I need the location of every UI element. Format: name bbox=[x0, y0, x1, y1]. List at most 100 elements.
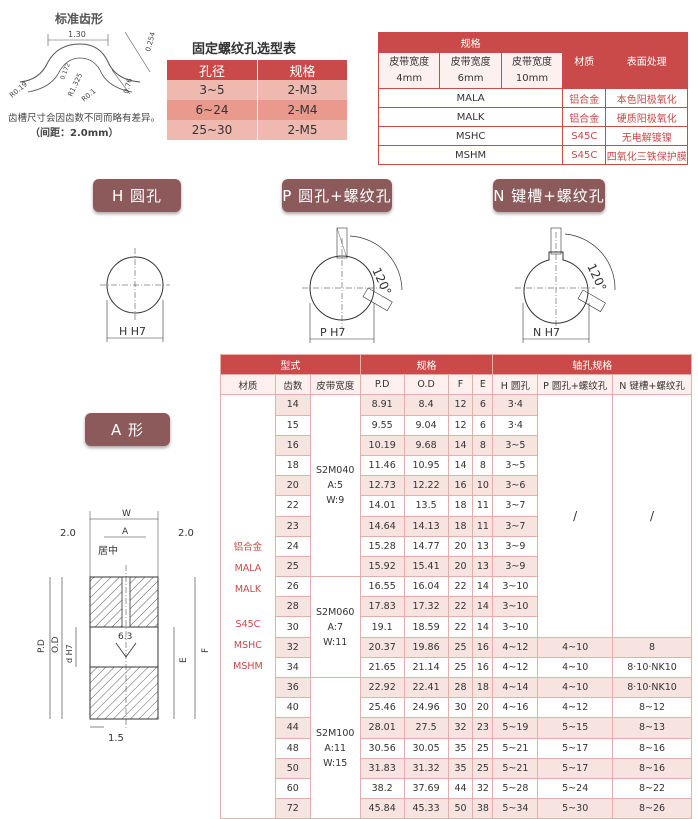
mat-material: S45C bbox=[562, 126, 607, 146]
teeth-cell: 14 bbox=[274, 394, 311, 416]
bolt-spec: 2-M5 bbox=[257, 120, 347, 140]
e-cell: 16 bbox=[472, 636, 494, 658]
col-n-bore: N 键槽+螺纹孔 bbox=[612, 374, 692, 396]
mat-width-value: 10mm bbox=[515, 72, 549, 84]
od-cell: 8.4 bbox=[403, 394, 449, 416]
mat-surface: 四氧化三铁保护膜 bbox=[605, 145, 688, 165]
h-bore-cell: 5~21 bbox=[492, 757, 539, 779]
f-cell: 20 bbox=[447, 555, 474, 578]
f-cell: 22 bbox=[447, 596, 474, 618]
teeth-cell: 20 bbox=[274, 475, 311, 497]
od-cell: 10.95 bbox=[403, 454, 449, 477]
pd-cell: 14.01 bbox=[359, 495, 405, 517]
h-bore-cell: 3~10 bbox=[492, 596, 539, 618]
p-bore-cell: 5~15 bbox=[537, 717, 614, 739]
belt-model: S2M040 bbox=[316, 465, 355, 477]
e-cell: 14 bbox=[472, 576, 494, 598]
h-bore-cell: 3·4 bbox=[492, 414, 539, 436]
od-cell: 45.33 bbox=[403, 798, 449, 819]
table-row: 26 S2M060 A:7 W:11 16.55 16.04 22 14 3~1… bbox=[221, 576, 692, 678]
h-bore-cell: 4~12 bbox=[492, 656, 539, 679]
table-row: 23 14.64 14.13 18 11 3~7 bbox=[221, 515, 692, 537]
od-cell: 9.04 bbox=[403, 414, 449, 436]
h-bore-cell: 3~9 bbox=[492, 535, 539, 557]
dim-r019: R0.19 bbox=[8, 80, 29, 99]
bolt-bore: 3~5 bbox=[167, 80, 258, 100]
e-cell: 10 bbox=[472, 475, 494, 497]
a-dim-left: 2.0 bbox=[60, 528, 76, 539]
pd-cell: 25.46 bbox=[359, 697, 405, 719]
group-type-header: 型式 bbox=[220, 353, 361, 376]
pd-cell: 14.64 bbox=[359, 515, 405, 537]
tag-a-shape: A 形 bbox=[85, 413, 170, 446]
pd-cell: 8.91 bbox=[359, 394, 405, 416]
col-od: O.D bbox=[403, 374, 449, 396]
belt-w: W:11 bbox=[323, 636, 348, 648]
h-bore-cell: 3~10 bbox=[492, 576, 539, 598]
teeth-cell: 48 bbox=[274, 737, 311, 759]
table-row: 40 25.46 24.96 30 20 4~16 4~12 8~12 bbox=[221, 697, 692, 719]
table-row: 3~5 2-M3 bbox=[167, 80, 347, 100]
a-dim-a: A bbox=[122, 527, 129, 537]
tooth-profile-drawing: 1.30 0.254 0.172 0.76 R0.19 R1.325 R0.1 bbox=[8, 30, 157, 104]
mat-width-6: 皮带宽度 6mm bbox=[439, 52, 502, 89]
e-cell: 20 bbox=[472, 697, 494, 719]
f-cell: 25 bbox=[447, 656, 474, 679]
f-cell: 35 bbox=[447, 737, 474, 759]
belt-cell-s2m060: S2M060 A:7 W:11 bbox=[309, 576, 361, 678]
e-cell: 6 bbox=[472, 394, 494, 416]
belt-a: A:5 bbox=[327, 480, 344, 492]
mat-width-label: 皮带宽度 bbox=[450, 56, 491, 68]
table-row: 22 14.01 13.5 18 11 3~7 bbox=[221, 495, 692, 517]
tag-p-bore: P 圆孔+螺纹孔 bbox=[282, 179, 392, 212]
material-mala: MALA bbox=[234, 562, 262, 574]
dim-r01: R0.1 bbox=[80, 87, 97, 103]
p-bore-cell: 5~24 bbox=[537, 777, 614, 800]
n-bore-cell: 8~16 bbox=[612, 757, 692, 779]
f-cell: 44 bbox=[447, 777, 474, 800]
h-bore-cell: 5~21 bbox=[492, 737, 539, 759]
f-cell: 20 bbox=[447, 535, 474, 557]
pd-cell: 16.55 bbox=[359, 576, 405, 598]
belt-model: S2M060 bbox=[316, 606, 355, 618]
f-cell: 25 bbox=[447, 636, 474, 658]
f-cell: 50 bbox=[447, 798, 474, 819]
p-bore-cell: 4~10 bbox=[537, 676, 614, 699]
p-bore-drawing: 120° P H7 bbox=[302, 227, 403, 343]
pd-cell: 12.73 bbox=[359, 475, 405, 497]
mat-width-label: 皮带宽度 bbox=[389, 56, 430, 68]
material-malk: MALK bbox=[234, 583, 262, 595]
p-bore-cell: 4~10 bbox=[537, 656, 614, 679]
mat-model: MALA bbox=[377, 88, 564, 108]
table-row: MSHC S45C 无电解镀镍 bbox=[377, 126, 688, 146]
e-cell: 8 bbox=[472, 454, 494, 477]
bolt-col-bore: 孔径 bbox=[167, 60, 258, 80]
material-s45c: S45C bbox=[235, 618, 261, 630]
teeth-cell: 50 bbox=[274, 757, 311, 779]
n-bore-dim: N H7 bbox=[533, 326, 560, 339]
f-cell: 16 bbox=[447, 475, 474, 497]
table-row: 50 31.83 31.32 35 25 5~21 5~17 8~16 bbox=[221, 757, 692, 779]
table-row: MALA 铝合金 本色阳极氧化 bbox=[377, 88, 688, 108]
bolt-bore: 25~30 bbox=[167, 120, 258, 140]
p-bore-cell: 4~10 bbox=[537, 636, 614, 658]
teeth-cell: 40 bbox=[274, 697, 311, 719]
e-cell: 32 bbox=[472, 777, 494, 800]
bolt-bore: 6~24 bbox=[167, 100, 258, 120]
e-cell: 6 bbox=[472, 414, 494, 436]
table-row: 36 S2M100 A:11 W:15 22.92 22.41 28 18 4~… bbox=[221, 676, 692, 819]
pd-cell: 10.19 bbox=[359, 434, 405, 456]
table-row: 25~30 2-M5 bbox=[167, 120, 347, 140]
teeth-cell: 36 bbox=[274, 676, 311, 699]
teeth-cell: 34 bbox=[274, 656, 311, 679]
h-bore-cell: 4~16 bbox=[492, 697, 539, 719]
pd-cell: 15.28 bbox=[359, 535, 405, 557]
f-cell: 14 bbox=[447, 434, 474, 456]
dim-r1325: R1.325 bbox=[67, 72, 85, 98]
teeth-cell: 18 bbox=[274, 454, 311, 477]
od-cell: 9.68 bbox=[403, 434, 449, 456]
od-cell: 14.13 bbox=[403, 515, 449, 537]
a-dim-od: O.D bbox=[51, 636, 61, 653]
teeth-cell: 60 bbox=[274, 777, 311, 800]
mat-width-value: 4mm bbox=[396, 72, 423, 84]
